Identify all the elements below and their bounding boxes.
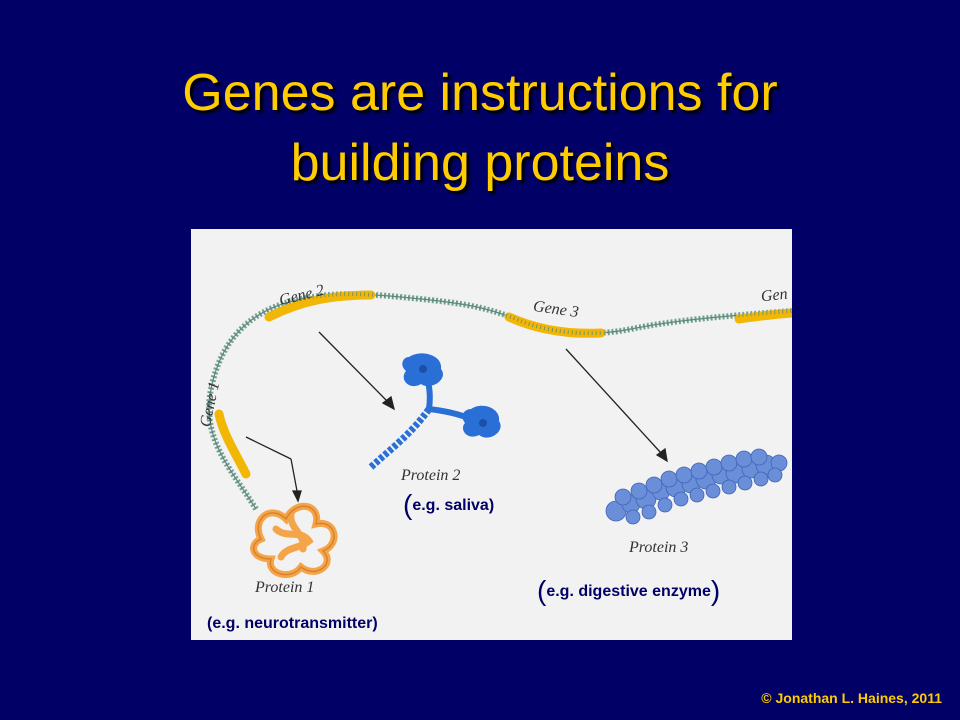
protein-1-example: (e.g. neurotransmitter) bbox=[207, 615, 378, 632]
gene-2-segment bbox=[264, 290, 376, 322]
copyright-footer: © Jonathan L. Haines, 2011 bbox=[761, 690, 942, 706]
dna-strand-icon bbox=[206, 290, 792, 579]
protein-3-example: (e.g. digestive enzyme) bbox=[537, 575, 721, 606]
title-line-2: building proteins bbox=[290, 134, 670, 192]
gene-3-segment bbox=[504, 312, 606, 338]
gene-1-segment bbox=[214, 409, 251, 479]
antibody-protein-icon bbox=[368, 353, 501, 470]
gene-4-label: Gen bbox=[760, 285, 789, 306]
arrow-icon bbox=[245, 331, 668, 503]
title-line-1: Genes are instructions for bbox=[182, 64, 778, 122]
globular-protein-icon bbox=[605, 448, 788, 525]
gene-4-segment bbox=[734, 308, 792, 324]
protein-2-example: (e.g. saliva) bbox=[403, 489, 495, 520]
gene-protein-figure: Gene 1 Gene 2 Gene 3 Gen Protein 1 Prote… bbox=[191, 229, 792, 640]
folded-protein-icon bbox=[250, 502, 338, 579]
protein-2-label: Protein 2 bbox=[401, 467, 461, 484]
slide-title: Genes are instructions for building prot… bbox=[60, 58, 900, 198]
protein-1-label: Protein 1 bbox=[255, 579, 315, 596]
protein-3-label: Protein 3 bbox=[629, 539, 689, 556]
